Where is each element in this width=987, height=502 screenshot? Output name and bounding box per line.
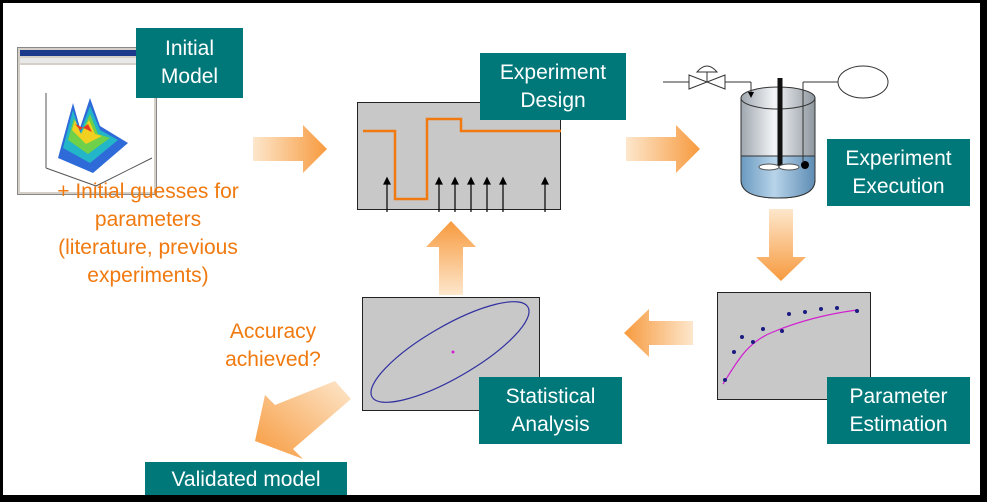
experiment-execution-label: Experiment Execution (827, 139, 970, 206)
input-signal-plot (363, 117, 561, 212)
reactor-vessel-icon (663, 65, 889, 199)
statistical-analysis-label: Statistical Analysis (479, 377, 622, 444)
experiment-design-label: Experiment Design (480, 53, 626, 120)
validated-model-label: Validated model (145, 462, 347, 495)
arrow-execution-to-estimation (756, 209, 806, 281)
initial-model-screenshot (17, 47, 157, 195)
arrow-estimation-to-analysis (624, 309, 693, 357)
initial-model-label: Initial Model (136, 28, 243, 98)
fit-curve-plot (722, 306, 859, 385)
diagram-canvas: Initial Model + Initial guesses for para… (3, 3, 980, 495)
arrow-analysis-to-design (426, 221, 476, 295)
parameter-estimation-label: Parameter Estimation (827, 377, 970, 444)
arrow-design-to-execution (626, 125, 700, 173)
confidence-ellipse-plot (370, 301, 530, 403)
flow-arrows (253, 125, 806, 459)
valve-icon (688, 65, 726, 90)
arrow-to-validated-model (255, 381, 351, 459)
arrow-model-to-design (253, 125, 327, 173)
accuracy-question: Accuracy achieved? (225, 320, 321, 371)
initial-guesses-note: + Initial guesses for parameters (litera… (57, 180, 239, 287)
surface-plot-icon (45, 93, 153, 187)
